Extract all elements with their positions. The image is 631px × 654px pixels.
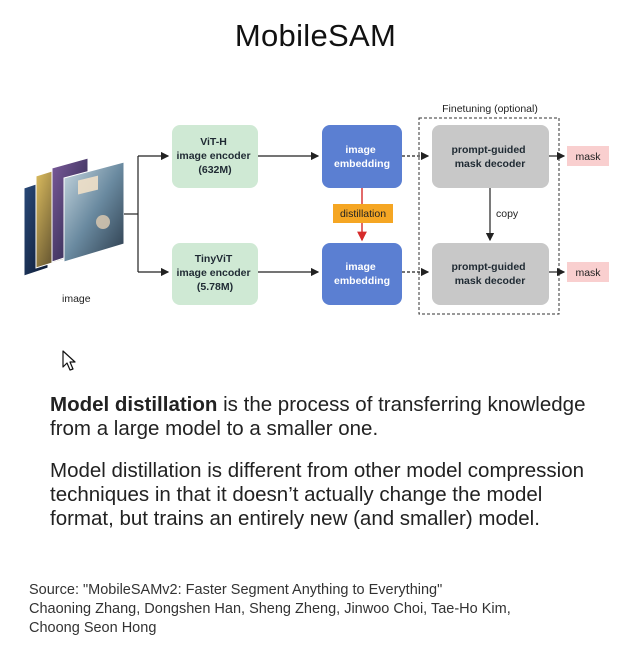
image-embedding-top-box xyxy=(322,125,402,188)
vith-line3: (632M) xyxy=(198,164,231,176)
svg-text:prompt-guided mask decoder: prompt-guided mask decoder xyxy=(452,144,529,170)
finetuning-label: Finetuning (optional) xyxy=(442,103,538,115)
embedding-bottom-line1: image xyxy=(345,261,376,273)
svg-text:TinyViT image encoder: TinyViT image encoder (5.78M) xyxy=(176,253,253,293)
architecture-diagram: image ViT-H image encoder (632M) TinyViT… xyxy=(23,103,609,315)
embedding-top-line2: embedding xyxy=(334,158,390,170)
mouse-pointer-icon xyxy=(62,350,76,371)
vith-line2: image encoder xyxy=(176,150,250,162)
tinyvit-line1: TinyViT xyxy=(195,253,233,265)
mask-decoder-bottom-box xyxy=(432,243,549,305)
input-connector xyxy=(124,151,170,277)
source-line-1: Source: "MobileSAMv2: Faster Segment Any… xyxy=(29,582,443,598)
copy-label: copy xyxy=(496,208,519,220)
paragraph-comparison: Model distillation is different from oth… xyxy=(50,459,585,530)
tinyvit-line2: image encoder xyxy=(176,267,250,279)
mask-output-bottom xyxy=(567,262,609,282)
definition-text: is the process of transferring knowledge… xyxy=(50,393,586,440)
vith-encoder-box xyxy=(172,125,258,188)
body-text: Model distillation is the process of tra… xyxy=(50,393,610,549)
svg-text:ViT-H image encoder (6: ViT-H image encoder (632M) xyxy=(176,136,253,176)
tinyvit-encoder-box xyxy=(172,243,258,305)
input-images-stack xyxy=(23,157,125,277)
definition-term: Model distillation xyxy=(50,393,218,416)
vith-line1: ViT-H xyxy=(200,136,227,148)
svg-text:prompt-guided mask decoder: prompt-guided mask decoder xyxy=(452,261,529,287)
mask-decoder-top-box xyxy=(432,125,549,188)
mask-output-top xyxy=(567,146,609,166)
image-label: image xyxy=(62,293,91,305)
finetuning-region xyxy=(418,117,560,315)
embedding-top-line1: image xyxy=(345,144,376,156)
mask-top-label: mask xyxy=(575,151,601,163)
distillation-label: distillation xyxy=(340,208,386,220)
source-line-2: Chaoning Zhang, Dongshen Han, Sheng Zhen… xyxy=(29,601,511,617)
image-embedding-bottom-box xyxy=(322,243,402,305)
mask-bottom-label: mask xyxy=(575,267,601,279)
distillation-badge xyxy=(333,204,393,223)
source-line-3: Choong Seon Hong xyxy=(29,620,157,636)
decoder-bottom-line1: prompt-guided xyxy=(452,261,526,273)
svg-text:image embedding: image embedding xyxy=(334,261,390,287)
embedding-bottom-line2: embedding xyxy=(334,275,390,287)
decoder-bottom-line2: mask decoder xyxy=(455,275,526,287)
paragraph-definition: Model distillation is the process of tra… xyxy=(50,393,610,441)
decoder-top-line1: prompt-guided xyxy=(452,144,526,156)
tinyvit-line3: (5.78M) xyxy=(197,281,233,293)
decoder-top-line2: mask decoder xyxy=(455,158,526,170)
slide-title: MobileSAM xyxy=(234,18,397,53)
source-citation: Source: "MobileSAMv2: Faster Segment Any… xyxy=(29,581,624,638)
svg-text:image embedding: image embedding xyxy=(334,144,390,170)
